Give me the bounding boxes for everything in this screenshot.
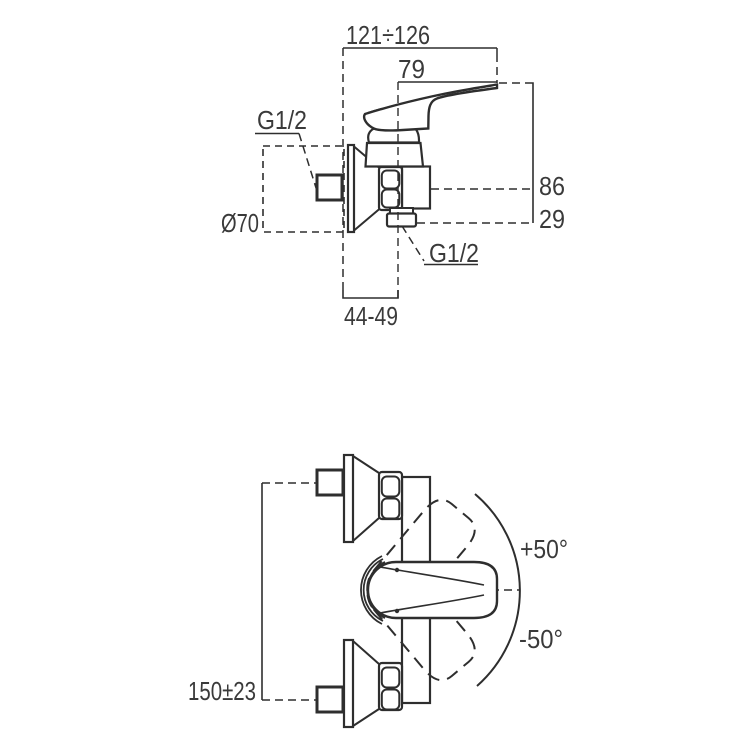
lower-inlet-square (315, 685, 345, 714)
lower-hex-nut (377, 661, 404, 712)
dim-height-outlet-label: 29 (539, 204, 565, 234)
upper-wall-connection (315, 453, 404, 544)
handle-pin-bottom (394, 608, 400, 614)
lower-escutcheon-flange (342, 638, 355, 729)
inlet-fitting-square (315, 173, 344, 202)
dim-handle-reach-label: 79 (398, 54, 425, 84)
handle-pin-top (394, 567, 400, 573)
lower-escutcheon-cone (352, 640, 380, 727)
dim-inlet-spacing-label: 150±23 (188, 676, 256, 706)
svg-text:G1/2: G1/2 (429, 238, 479, 268)
dim-wall-clearance-label: 44-49 (344, 301, 398, 331)
upper-escutcheon-cone (352, 455, 380, 542)
upper-hex-nut (377, 470, 404, 521)
dim-width-total: 121÷126 (342, 20, 498, 290)
swivel-arc (474, 493, 521, 687)
handle-top-accent (367, 85, 494, 114)
upper-escutcheon-flange (342, 453, 355, 544)
mixer-body-block (400, 165, 432, 210)
mixer-handle (362, 83, 499, 132)
dim-handle-reach: 79 (398, 54, 527, 84)
dim-heights: 86 29 (417, 82, 565, 234)
escutcheon-flange (346, 143, 356, 234)
label-thread-outlet: G1/2 (401, 225, 479, 268)
dim-width-total-label: 121÷126 (346, 20, 430, 50)
label-thread-inlet: G1/2 (255, 105, 318, 192)
label-escutcheon-diameter: Ø70 (221, 208, 259, 238)
dim-height-body-label: 86 (539, 171, 565, 201)
front-view: 150±23 +50° -50° (188, 453, 568, 729)
body-upper-ring (364, 141, 425, 168)
svg-text:G1/2: G1/2 (257, 105, 307, 135)
lower-wall-connection (315, 638, 404, 729)
label-swivel-down: -50° (519, 624, 563, 654)
upper-inlet-square (315, 468, 345, 497)
dim-inlet-spacing: 150±23 (188, 482, 316, 706)
side-view: 121÷126 79 86 29 G1/2 Ø70 G1/2 (221, 20, 565, 331)
dim-wall-clearance: 44-49 (342, 290, 399, 331)
outlet-connector (385, 207, 418, 228)
handle-grip (366, 560, 499, 620)
label-swivel-up: +50° (520, 534, 568, 564)
